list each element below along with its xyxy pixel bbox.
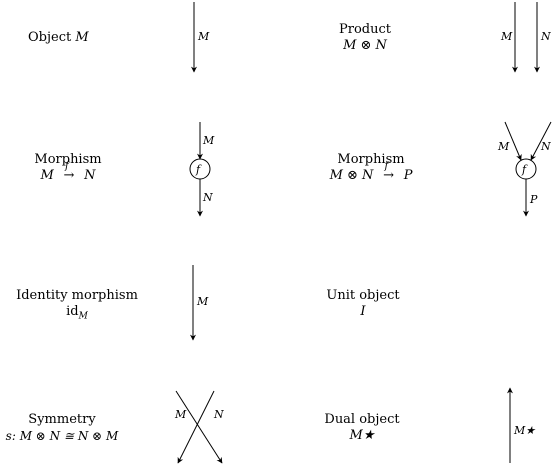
symmetry-label: Symmetry s: M ⊗ N ≅ N ⊗ M [0,412,124,445]
product-label: Product M ⊗ N [330,22,400,54]
morphism-product-arrow-label: f [384,161,389,172]
dual-label: Dual object M★ [324,412,400,444]
symmetry-wire-n [177,390,215,464]
dual-symbol: M★ [349,428,375,443]
morphism-arrow-label: f [64,161,69,172]
morphism-product-formula: M ⊗ N f→ P [329,161,413,183]
morphism-label: Morphism M f→ N [28,152,108,184]
morphism-node-label: f [195,163,202,176]
morphism-product-out-label: P [529,193,538,206]
product-wire-n-label: N [540,30,551,43]
product-title: Product [339,22,391,37]
identity-label: Identity morphism idM [4,288,150,325]
object-symbol: M [75,30,89,45]
symmetry-formula: s: M ⊗ N ≅ N ⊗ M [5,429,119,443]
morphism-product-in-m [504,121,522,161]
morphism-product-title: Morphism [337,152,405,167]
identity-title: Identity morphism [16,288,138,303]
object-wire-label: M [197,30,210,43]
morphism-product-node-label: f [521,163,528,176]
object-title: Object [28,30,72,45]
morphism-in-label: M [202,134,215,147]
morphism-product-in-n [530,121,552,161]
symmetry-wire-m-label: M [174,408,187,421]
dual-wire-label: M★ [513,424,536,437]
symmetry-wire-m [175,390,223,464]
object-label: Object M [28,30,89,46]
product-wire-m-label: M [500,30,513,43]
morphism-title: Morphism [34,152,102,167]
morphism-product-label: Morphism M ⊗ N f→ P [322,152,420,184]
dual-title: Dual object [324,412,400,427]
unit-title: Unit object [326,288,400,303]
morphism-formula: M f→ N [40,161,96,183]
symmetry-wire-n-label: N [213,408,224,421]
unit-symbol: I [360,304,366,319]
morphism-product-in-n-label: N [540,140,551,153]
product-formula: M ⊗ N [343,38,387,53]
symmetry-title: Symmetry [28,412,96,427]
morphism-product-in-m-label: M [497,140,510,153]
identity-formula: idM [66,304,88,322]
unit-label: Unit object I [326,288,400,320]
morphism-out-label: N [202,191,213,204]
identity-wire-label: M [196,295,209,308]
